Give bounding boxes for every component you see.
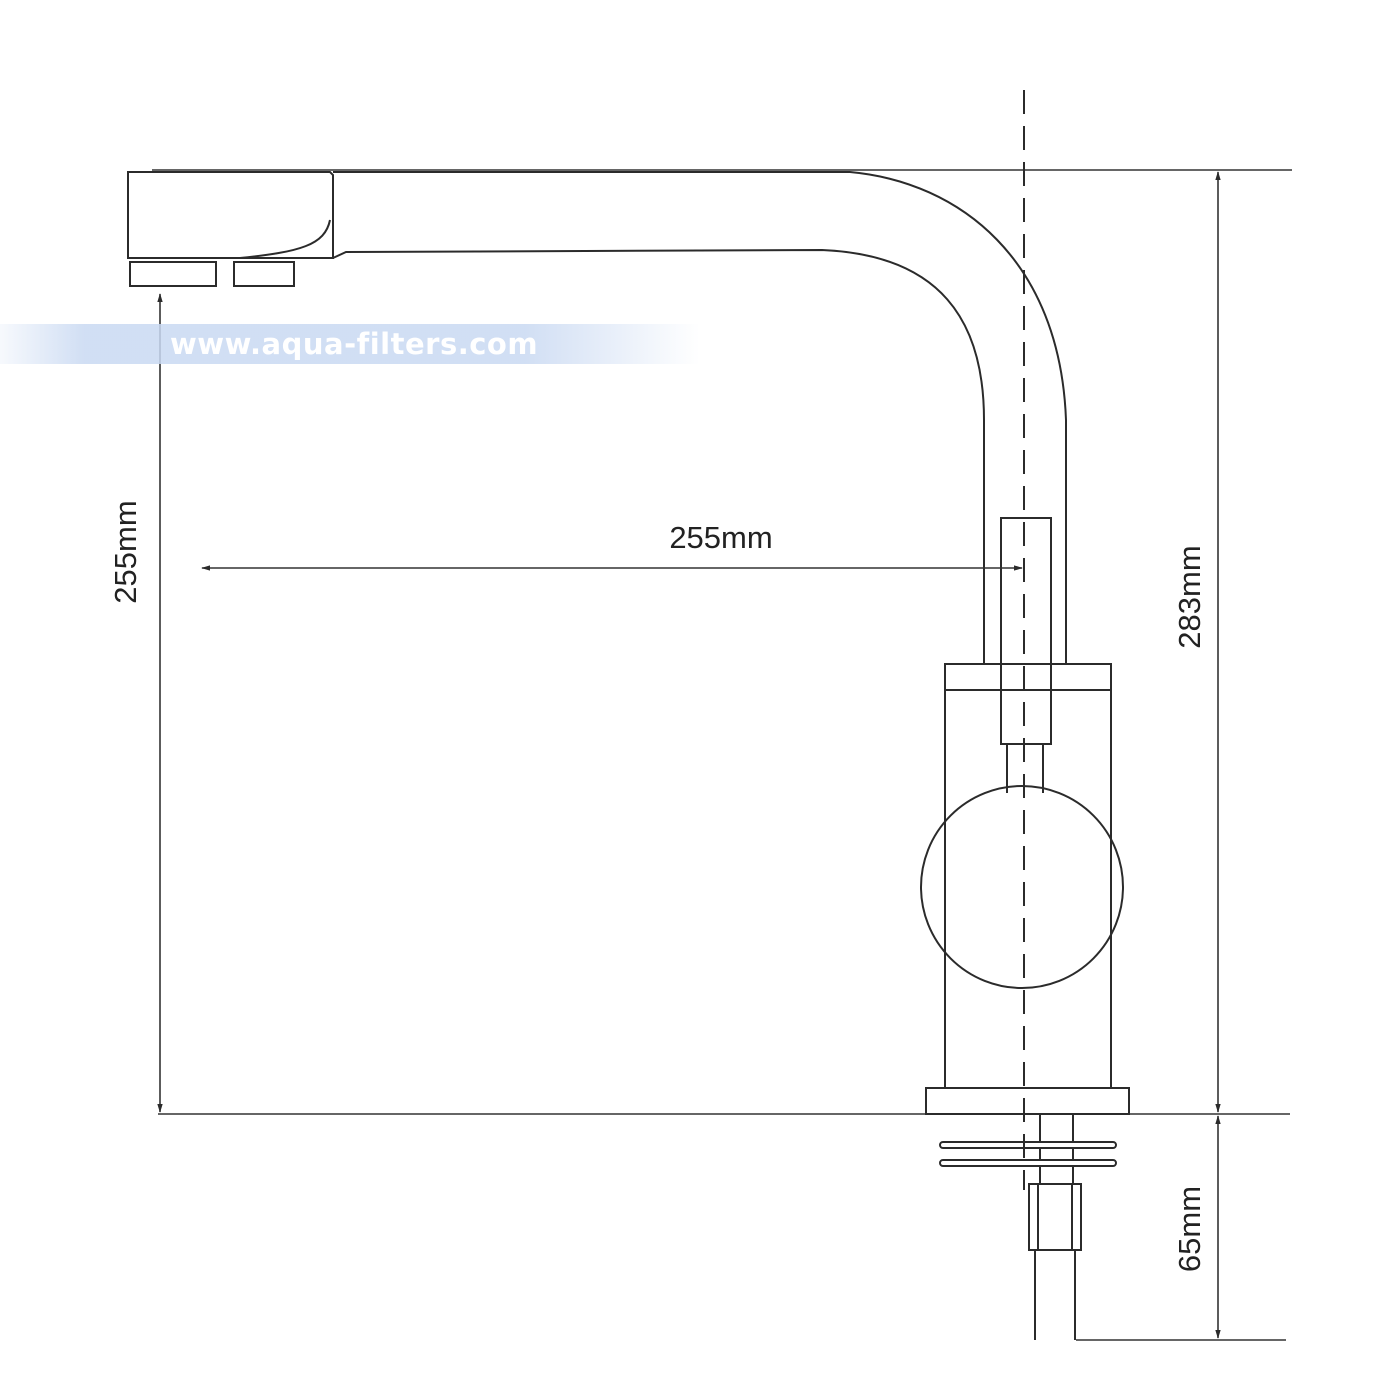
faucet-body [920, 663, 1130, 1115]
handle-lever [1000, 517, 1052, 793]
spout-reach-label: 255mm [669, 520, 772, 555]
spout-head [127, 171, 334, 287]
watermark-text: www.aqua-filters.com [170, 327, 538, 361]
handle-knob [920, 785, 1124, 989]
spout-neck [332, 171, 1067, 664]
spout-height-label: 255mm [108, 500, 143, 603]
mounting-shank [939, 1114, 1117, 1340]
total-height-dimension: 283mm [1172, 171, 1221, 1113]
shank-length-dimension: 65mm [1172, 1115, 1221, 1339]
spout-height-dimension: 255mm [108, 293, 163, 1113]
total-height-label: 283mm [1172, 545, 1207, 648]
shank-length-label: 65mm [1172, 1186, 1207, 1272]
watermark: www.aqua-filters.com [0, 324, 700, 364]
spout-reach-dimension: 255mm [201, 520, 1023, 571]
